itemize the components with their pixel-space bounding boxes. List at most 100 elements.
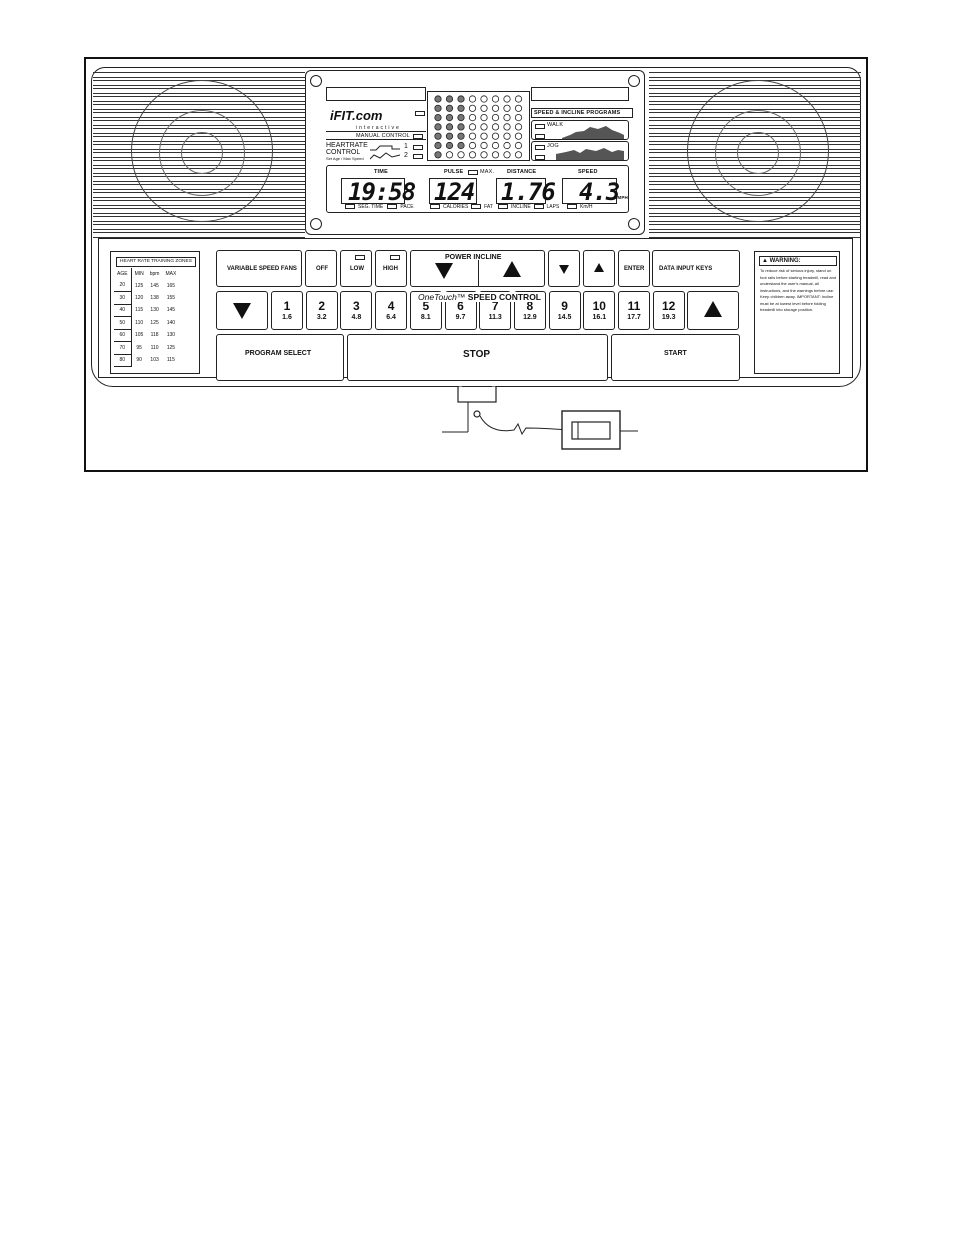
walk-profile-icon bbox=[562, 126, 624, 139]
incline-up-button[interactable] bbox=[478, 257, 545, 287]
safety-key-diagram bbox=[442, 386, 638, 450]
hr-cell: 40 bbox=[114, 304, 132, 317]
matrix-dot bbox=[491, 113, 500, 122]
matrix-dot bbox=[445, 151, 454, 159]
matrix-dot bbox=[503, 113, 511, 122]
enter-button[interactable]: ENTER bbox=[618, 250, 650, 287]
matrix-dot bbox=[434, 113, 442, 122]
fan-low-led bbox=[355, 255, 365, 260]
fan-off-button[interactable]: OFF bbox=[305, 250, 337, 287]
hr-cell: 145 bbox=[150, 282, 159, 289]
screw-icon bbox=[310, 218, 322, 230]
speed-key-kmh: 4.8 bbox=[351, 314, 362, 321]
data-up-button[interactable] bbox=[583, 250, 615, 287]
manual-control-strip: MANUAL CONTROL bbox=[326, 131, 426, 140]
screw-icon bbox=[310, 75, 322, 87]
grille-slat bbox=[93, 72, 305, 78]
programs-panel: SPEED & INCLINE PROGRAMS WALK JOG bbox=[531, 108, 633, 162]
matrix-dot bbox=[445, 95, 454, 103]
start-button[interactable]: START bbox=[611, 334, 740, 381]
fan-icon bbox=[715, 110, 801, 196]
speed-key-kmh: 9.7 bbox=[455, 314, 466, 321]
fan-icon bbox=[181, 132, 223, 174]
matrix-dot bbox=[457, 113, 465, 122]
speed-key-kmh: 14.5 bbox=[557, 314, 572, 321]
matrix-dot bbox=[434, 141, 442, 150]
matrix-dot bbox=[480, 151, 488, 159]
matrix-dot bbox=[457, 95, 465, 103]
hr-cell: 138 bbox=[150, 294, 159, 301]
stop-button[interactable]: STOP bbox=[347, 334, 608, 381]
key-receptacle bbox=[457, 386, 497, 403]
speed-up-button[interactable] bbox=[687, 291, 739, 330]
distance-window: 1.76 bbox=[496, 178, 556, 204]
matrix-dot bbox=[457, 132, 465, 140]
warning-label: ▲ WARNING: To reduce risk of serious inj… bbox=[754, 251, 840, 374]
program-select-button[interactable]: PROGRAM SELECT bbox=[216, 334, 344, 381]
dot-matrix bbox=[434, 95, 523, 159]
hr-cell: 125 bbox=[134, 282, 144, 289]
hr-cell: 95 bbox=[136, 344, 142, 351]
grille-slat bbox=[93, 224, 305, 230]
hr-cell: 155 bbox=[166, 294, 176, 301]
hr-cell: 50 bbox=[114, 316, 132, 330]
incline-divider bbox=[478, 260, 479, 287]
program-message-window bbox=[531, 87, 629, 101]
speed-key-number: 2 bbox=[318, 299, 326, 313]
speed-key-number: 12 bbox=[662, 299, 676, 313]
matrix-dot bbox=[491, 123, 500, 131]
matrix-dot bbox=[514, 132, 523, 140]
matrix-dot bbox=[514, 123, 523, 131]
grille-slat bbox=[649, 224, 861, 230]
grille-slat bbox=[93, 232, 305, 238]
dot-matrix-display bbox=[427, 91, 530, 161]
matrix-dot bbox=[491, 141, 500, 150]
incline-down-button[interactable] bbox=[410, 257, 477, 287]
walk-programs: WALK bbox=[531, 120, 629, 140]
speed-key-number: 3 bbox=[353, 299, 360, 313]
matrix-dot bbox=[468, 113, 477, 122]
matrix-dot bbox=[491, 151, 500, 159]
hr-cell: 125 bbox=[150, 319, 159, 326]
matrix-dot bbox=[480, 132, 488, 140]
clip-icon bbox=[473, 410, 481, 418]
speed-control-label: OneTouch™ SPEED CONTROL bbox=[416, 292, 543, 302]
fan-label-key: VARIABLE SPEED FANS bbox=[216, 250, 302, 287]
hr-cell: 80 bbox=[114, 354, 132, 367]
matrix-dot bbox=[445, 141, 454, 150]
fan-icon bbox=[737, 132, 779, 174]
hr-header-cell: AGE bbox=[114, 268, 132, 280]
pace-led bbox=[387, 204, 398, 210]
matrix-dot bbox=[503, 104, 511, 112]
matrix-dot bbox=[468, 95, 477, 103]
matrix-dot bbox=[457, 123, 465, 131]
matrix-dot bbox=[445, 132, 454, 140]
speed-key-number: 10 bbox=[592, 299, 606, 313]
switch-rocker bbox=[571, 421, 611, 440]
data-down-icon bbox=[559, 265, 569, 274]
seg-time-led bbox=[345, 204, 355, 210]
fan-low-button[interactable]: LOW bbox=[340, 250, 372, 287]
fan-high-button[interactable]: HIGH bbox=[375, 250, 407, 287]
matrix-dot bbox=[503, 141, 511, 150]
matrix-dot bbox=[468, 132, 477, 140]
speed-down-button[interactable] bbox=[216, 291, 268, 330]
hr-cell: 60 bbox=[114, 329, 132, 342]
matrix-dot bbox=[468, 151, 477, 159]
data-down-button[interactable] bbox=[548, 250, 580, 287]
